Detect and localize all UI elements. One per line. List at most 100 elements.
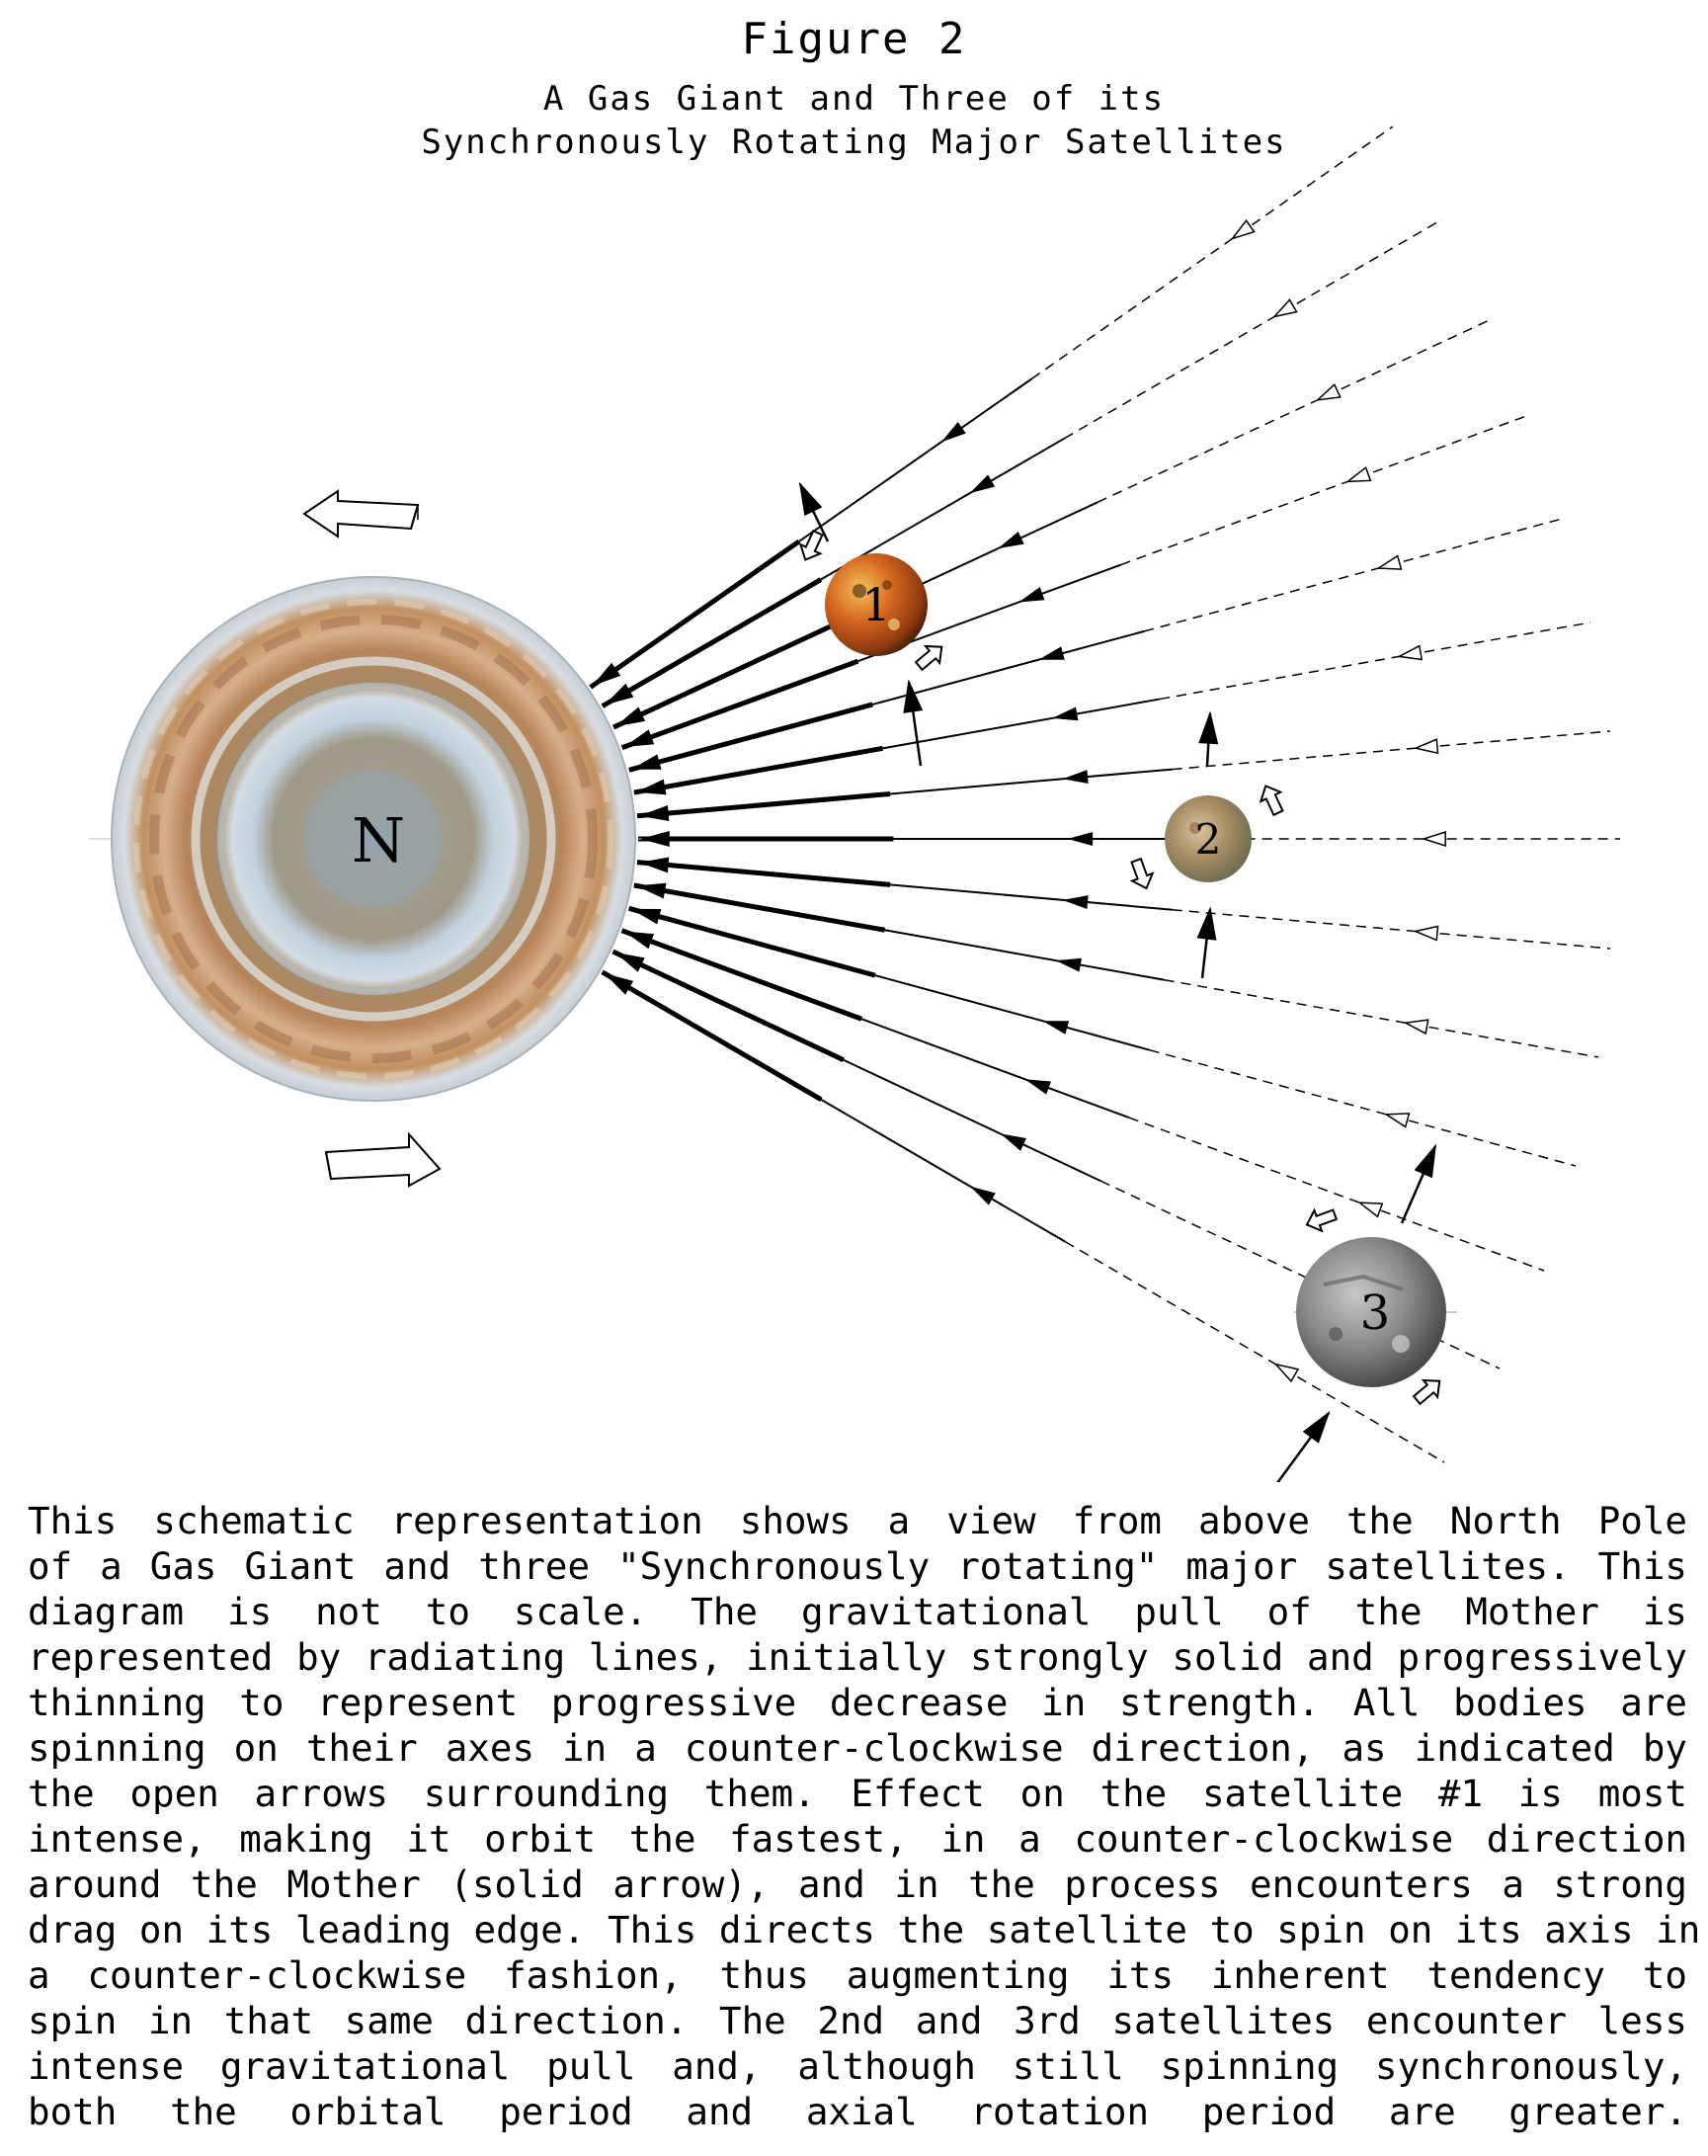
gravity-arrowhead-open xyxy=(1273,1363,1300,1383)
gravity-arrowhead-solid xyxy=(614,952,645,972)
caption-line: represented by radiating lines, initiall… xyxy=(28,1635,1687,1679)
gravity-arrowhead-solid xyxy=(1052,706,1079,721)
gravity-arrowhead-solid xyxy=(635,882,667,899)
gravity-line-strong xyxy=(611,619,844,730)
figure-caption: This schematic representation shows a vi… xyxy=(28,1498,1700,2134)
gravity-arrowhead-open xyxy=(1230,218,1256,240)
gravity-line-weak xyxy=(1064,218,1443,440)
gravity-arrowhead-open xyxy=(1356,1202,1384,1218)
gravity-arrowhead-solid xyxy=(630,908,662,925)
gravity-line-weak xyxy=(1164,978,1599,1058)
satellite-1-spin-arrow xyxy=(914,644,943,672)
gravity-arrowhead-solid xyxy=(1024,1079,1051,1095)
gravity-line-medium xyxy=(882,698,1161,750)
gravity-arrowhead-solid xyxy=(1042,1021,1070,1035)
planet-rotation-arrow-top xyxy=(302,489,420,539)
gravity-arrowhead-solid xyxy=(1302,1410,1331,1444)
gravity-line-strong xyxy=(633,882,886,933)
gravity-arrowhead-solid xyxy=(1018,587,1045,603)
caption-line: spinning on their axes in a counter-cloc… xyxy=(28,1726,1687,1770)
gravity-arrowhead-solid xyxy=(1055,957,1082,972)
figure-subtitle-line-2: Synchronously Rotating Major Satellites xyxy=(421,123,1287,162)
satellite-2-label: 2 xyxy=(1195,815,1222,864)
gravity-arrowhead-solid xyxy=(940,422,966,443)
gravity-line-group xyxy=(589,125,1620,1463)
gravity-arrowhead-solid xyxy=(970,1186,996,1205)
satellite-1 xyxy=(825,553,928,656)
gravity-line-medium xyxy=(798,377,1033,542)
caption-line: the open arrows surrounding them. Effect… xyxy=(28,1772,1687,1815)
gravity-arrowhead-open xyxy=(1271,298,1298,318)
gravity-line-strong xyxy=(628,702,873,773)
gas-giant-planet xyxy=(111,576,636,1102)
figure-subtitle: A Gas Giant and Three of its Synchronous… xyxy=(0,77,1708,164)
gravity-arrowhead-solid xyxy=(604,683,634,705)
satellite-1-spin-arrow xyxy=(798,529,824,561)
gravity-arrowhead-solid xyxy=(623,729,655,748)
gravity-line-weak xyxy=(1128,1117,1545,1272)
gravity-arrowhead-solid xyxy=(630,754,662,770)
gravity-arrowhead-open xyxy=(1413,925,1439,942)
caption-line: both the orbital period and axial rotati… xyxy=(28,2090,1687,2133)
gravity-arrowhead-solid xyxy=(798,481,823,517)
gravity-arrowhead-solid xyxy=(903,679,924,713)
gravity-line-strong xyxy=(620,928,863,1022)
gravity-line-weak xyxy=(1065,1241,1445,1463)
satellite-3-spin-arrow xyxy=(1412,1378,1441,1406)
gravity-arrowhead-open xyxy=(1383,1113,1411,1128)
gravity-arrowhead-solid xyxy=(1062,770,1089,785)
gravity-arrowhead-solid xyxy=(1198,710,1219,745)
gravity-line-strong xyxy=(636,860,891,887)
gravity-arrowhead-solid xyxy=(639,805,670,821)
gravity-line-strong xyxy=(636,790,891,819)
orbit-direction-arrow-group xyxy=(798,481,1437,1482)
satellite-2 xyxy=(1165,795,1252,882)
caption-line: a counter-clockwise fashion, thus augmen… xyxy=(28,1953,1687,1997)
gravity-arrowhead-solid xyxy=(1196,906,1217,941)
satellite-2-spin-arrow xyxy=(1129,857,1155,890)
gravity-arrowhead-solid xyxy=(998,531,1024,549)
caption-line: intense gravitational pull and, although… xyxy=(28,2044,1687,2088)
gravity-arrowhead-open xyxy=(1345,465,1372,483)
satellite-3-label: 3 xyxy=(1360,1285,1391,1341)
gravity-line-weak xyxy=(1031,125,1394,379)
figure-title: Figure 2 xyxy=(741,14,967,64)
gravity-arrowhead-open xyxy=(1315,382,1342,401)
caption-line: spin in that same direction. The 2nd and… xyxy=(28,1999,1687,2042)
gravity-arrowhead-solid xyxy=(639,857,670,873)
planet-label: N xyxy=(352,804,405,876)
gravity-line-weak xyxy=(1172,908,1611,950)
caption-line: of a Gas Giant and three "Synchronously … xyxy=(28,1544,1687,1588)
caption-line: around the Mother (solid arrow), and in … xyxy=(28,1863,1687,1906)
gravity-line-strong xyxy=(601,969,823,1102)
gravity-line-weak xyxy=(1160,622,1591,701)
satellite-3-spin-arrow xyxy=(1305,1207,1339,1233)
satellite-1-label: 1 xyxy=(861,578,890,631)
gravity-line-strong xyxy=(633,745,884,795)
figure-subtitle-line-1: A Gas Giant and Three of its xyxy=(542,79,1166,119)
gravity-arrowhead-solid xyxy=(1067,832,1094,846)
planet-rotation-arrow-bottom xyxy=(324,1131,442,1188)
gravity-line-strong xyxy=(620,658,859,751)
gravity-line-strong xyxy=(601,577,823,708)
gravity-arrowhead-open xyxy=(1396,644,1423,661)
gravity-arrowhead-solid xyxy=(635,779,667,795)
gravity-line-medium xyxy=(884,929,1165,981)
gravity-line-strong xyxy=(627,905,876,978)
gravity-arrowhead-solid xyxy=(592,662,621,687)
gravity-line-strong xyxy=(589,539,801,690)
gravity-arrowhead-solid xyxy=(1062,895,1089,910)
gravity-arrowhead-solid xyxy=(604,972,634,995)
satellite-2-spin-arrow xyxy=(1259,785,1284,817)
gravity-line-medium xyxy=(820,1098,1066,1243)
gravity-arrowhead-solid xyxy=(1414,1143,1437,1179)
gravity-line-weak xyxy=(1120,414,1530,566)
gravity-arrowhead-solid xyxy=(623,931,654,950)
caption-line: thinning to represent progressive decrea… xyxy=(28,1681,1687,1724)
gravity-arrowhead-solid xyxy=(1000,1133,1026,1151)
gravity-diagram: N 1 2 3 xyxy=(89,125,1620,1482)
gravity-line-weak xyxy=(1144,517,1567,632)
gravity-line-weak xyxy=(1097,317,1495,504)
gravity-arrowhead-solid xyxy=(969,474,996,494)
gravity-line-medium xyxy=(889,883,1173,911)
